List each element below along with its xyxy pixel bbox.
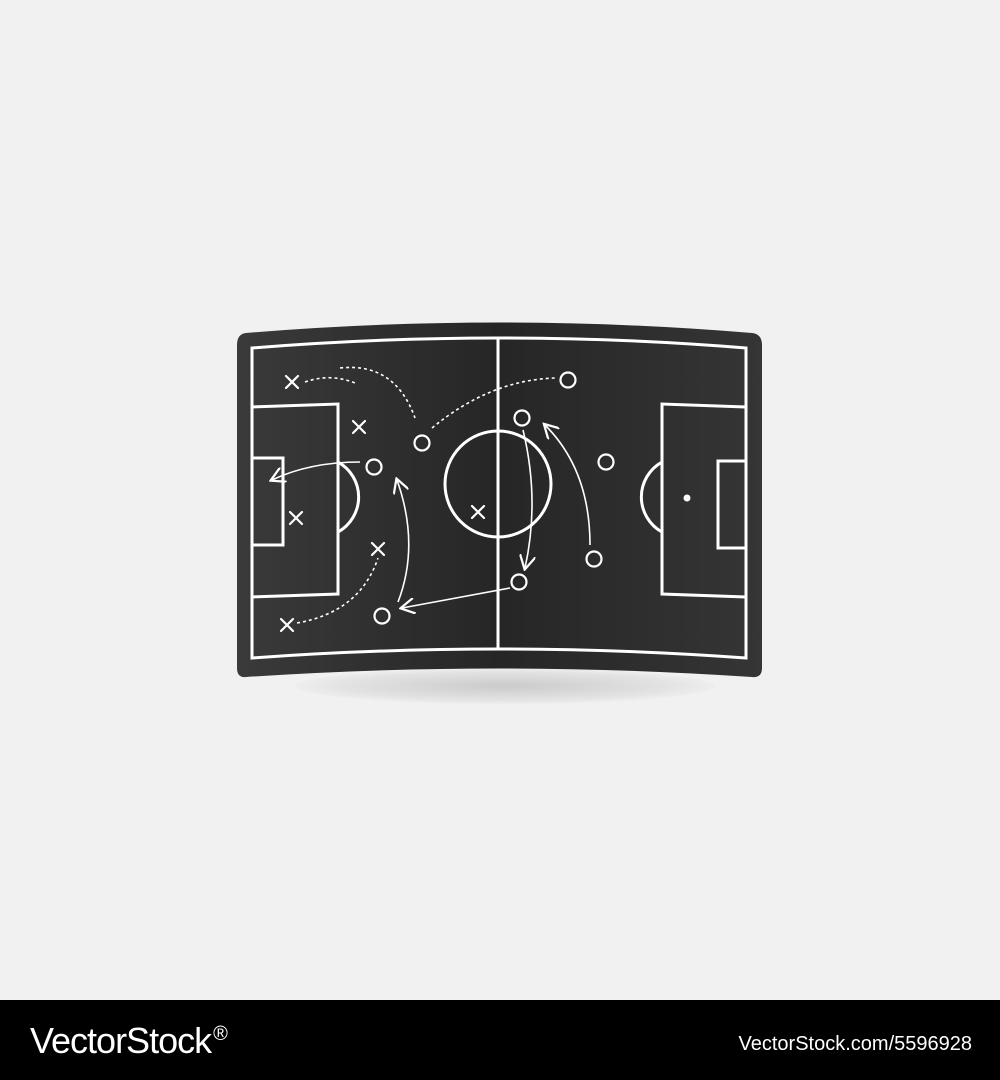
pass-arrow-5 bbox=[523, 429, 532, 568]
player-o-icon bbox=[510, 573, 528, 591]
dashed-run-2 bbox=[339, 366, 416, 419]
watermark-bar: VectorStock® VectorStock.com/5596928 bbox=[0, 1000, 1000, 1080]
brand-name: VectorStock bbox=[30, 1020, 212, 1061]
right-penalty-area bbox=[660, 402, 747, 599]
soccer-field-lines bbox=[250, 336, 748, 660]
right-goal-area bbox=[716, 459, 746, 550]
left-goal-area bbox=[252, 456, 285, 547]
pass-arrow-1 bbox=[272, 461, 361, 480]
right-penalty-arc bbox=[639, 460, 663, 534]
registered-mark: ® bbox=[213, 1023, 228, 1045]
player-o-icon bbox=[559, 371, 577, 389]
player-x-icon bbox=[470, 504, 486, 520]
left-penalty-arc bbox=[337, 460, 361, 534]
dashed-run-3 bbox=[431, 377, 556, 429]
player-x-icon bbox=[284, 374, 300, 390]
x-markers bbox=[279, 374, 486, 633]
dashed-run-1 bbox=[304, 376, 356, 384]
pass-arrow-4 bbox=[545, 425, 591, 546]
player-x-icon bbox=[370, 541, 386, 557]
pass-arrow-3 bbox=[402, 587, 511, 608]
player-o-icon bbox=[513, 409, 531, 427]
player-o-icon bbox=[373, 607, 391, 625]
player-o-icon bbox=[585, 550, 603, 568]
dashed-run-4 bbox=[296, 557, 379, 624]
illustration-stage bbox=[237, 322, 762, 704]
player-o-icon bbox=[365, 458, 383, 476]
player-o-icon bbox=[413, 434, 431, 452]
left-penalty-area bbox=[251, 402, 340, 599]
penalty-spot-icon bbox=[683, 494, 691, 502]
brand-logo: VectorStock® bbox=[30, 1020, 228, 1062]
field-outline bbox=[250, 336, 748, 660]
player-x-icon bbox=[279, 617, 295, 633]
dashed-runs bbox=[296, 366, 556, 624]
tactics-board bbox=[237, 322, 762, 678]
player-x-icon bbox=[288, 510, 304, 526]
center-circle bbox=[443, 429, 553, 539]
pass-arrow-2 bbox=[397, 480, 410, 603]
asset-id: VectorStock.com/5596928 bbox=[738, 1033, 972, 1055]
pass-arrows bbox=[272, 425, 591, 608]
board-shadow bbox=[295, 668, 715, 704]
o-markers bbox=[365, 371, 615, 625]
player-o-icon bbox=[597, 453, 615, 471]
player-x-icon bbox=[351, 419, 367, 435]
